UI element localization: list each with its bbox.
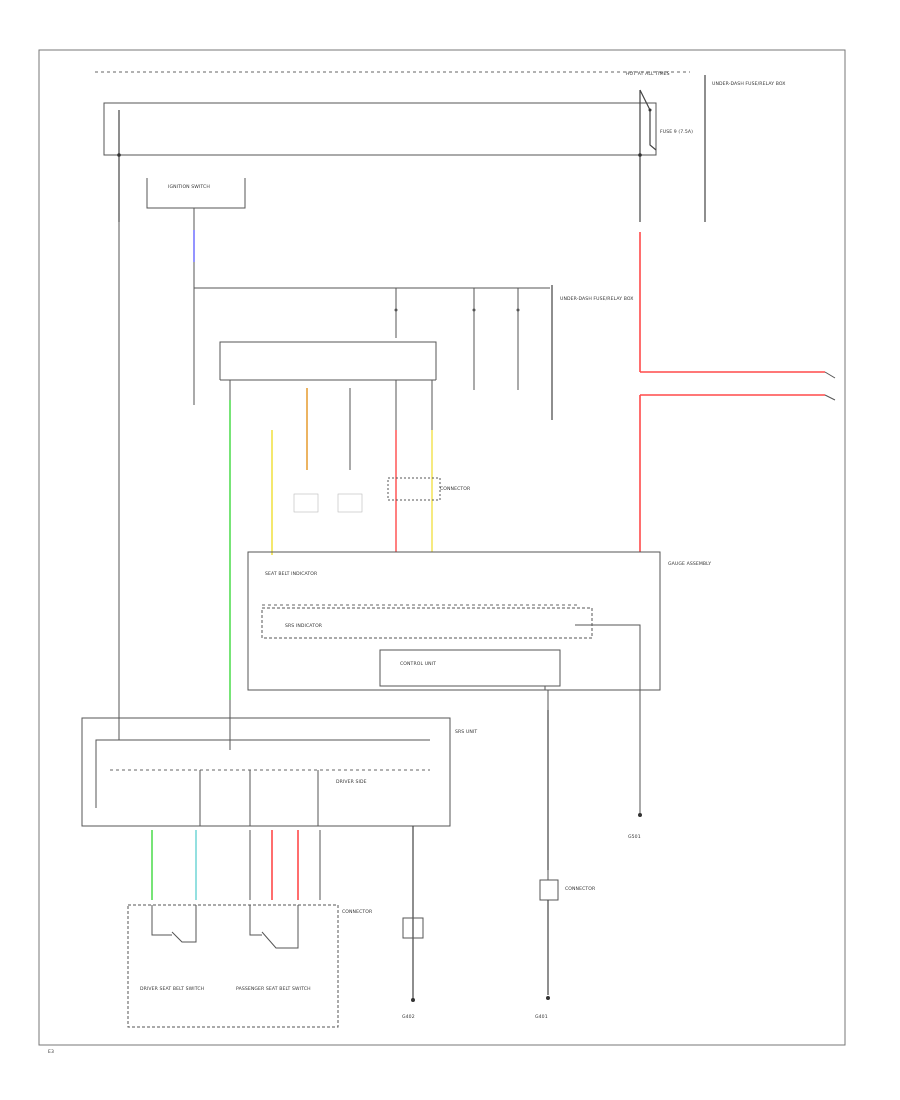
ground-dot-lower-right (411, 998, 415, 1002)
conn-right-box (402, 917, 424, 939)
mid-connector-bracket (219, 341, 437, 380)
corner-code: E3 (48, 1049, 54, 1055)
switch-right (249, 905, 262, 936)
inner-block-2 (261, 607, 593, 639)
gauge-assembly-box (247, 551, 661, 691)
connector-row (394, 288, 520, 390)
ignition-switch-box (146, 178, 246, 209)
gnd-right-label: G501 (628, 834, 641, 840)
junction-dot (638, 153, 642, 157)
conn-mid-label: CONNECTOR (565, 886, 596, 892)
relay-contact-dot (648, 108, 652, 112)
switch-left (151, 905, 172, 936)
mid-connector-box (387, 477, 441, 501)
lower-box-label: SRS UNIT (455, 729, 477, 735)
fuse-relay-contact (639, 89, 657, 151)
inner-block-2-label: SRS INDICATOR (285, 623, 323, 629)
top-bus-label: HOT AT ALL TIMES (626, 71, 670, 77)
red-branch-arrow (824, 394, 836, 401)
gauge-inner-wire (575, 624, 641, 690)
sw-left-label: DRIVER SEAT BELT SWITCH (140, 986, 204, 992)
upper-left-box-label: IGNITION SWITCH (168, 184, 210, 190)
lower-inner-label: DRIVER SIDE (336, 779, 367, 785)
gnd-mid-label: G401 (535, 1014, 548, 1020)
inner-block-3 (379, 649, 561, 687)
diagram-frame (38, 49, 846, 1046)
small-component-labels (293, 493, 363, 513)
junction-dot (117, 153, 121, 157)
conn-mid-box (539, 879, 559, 901)
seat-belt-switch-box (127, 904, 339, 1028)
top-junction-label: UNDER-DASH FUSE/RELAY BOX (712, 81, 786, 87)
top-harness-box (103, 102, 657, 156)
switch-left-contact (171, 905, 197, 943)
fuse-ref-label: FUSE 9 (7.5A) (660, 129, 693, 135)
srs-inner-bracket (95, 739, 430, 808)
conn-right-label: CONNECTOR (342, 909, 373, 915)
mid-connector-label: CONNECTOR (440, 486, 471, 492)
red-branch-arrow (824, 371, 836, 379)
ground-dot-right (638, 813, 642, 817)
gnd-right2-label: G402 (402, 1014, 415, 1020)
sw-right-label: PASSENGER SEAT BELT SWITCH (236, 986, 311, 992)
inner-block-3-label: CONTROL UNIT (400, 661, 436, 667)
gauge-assembly-label: GAUGE ASSEMBLY (668, 561, 711, 567)
right-connectors-label: UNDER-DASH FUSE/RELAY BOX (560, 296, 634, 302)
switch-right-contact (261, 905, 299, 949)
inner-block-1-label: SEAT BELT INDICATOR (265, 571, 318, 577)
ground-dot-mid (546, 996, 550, 1000)
srs-unit-box (81, 717, 451, 827)
